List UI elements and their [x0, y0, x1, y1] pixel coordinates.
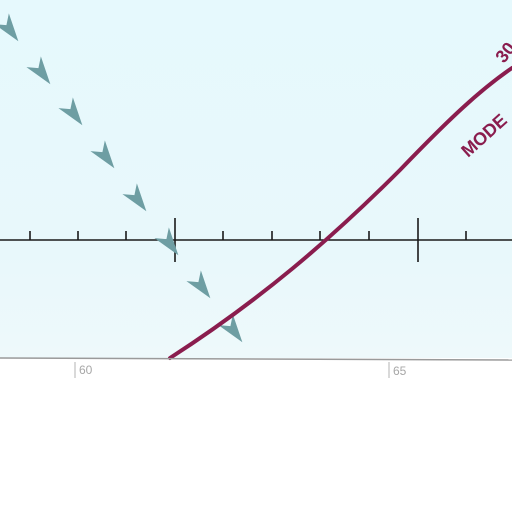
scale-label-60: 60 [79, 363, 93, 377]
mode-curve [168, 66, 512, 360]
arrow-trail [0, 13, 243, 343]
arrowhead-icon [218, 314, 243, 343]
arrowhead-icon [122, 183, 147, 212]
arrowhead-icon [90, 140, 115, 169]
lower-scale: 60 65 [0, 357, 512, 378]
arrowhead-icon [186, 270, 211, 299]
scale-label-65: 65 [393, 364, 407, 378]
arrowhead-icon [0, 13, 19, 42]
scale-baseline [0, 357, 512, 361]
arrowhead-icon [154, 227, 179, 256]
arrowhead-icon [58, 97, 83, 126]
curve-label-mode: MODE [457, 110, 511, 161]
arrowhead-icon [26, 56, 51, 85]
curve-label-top: 30 [491, 38, 512, 66]
minor-ticks [29, 231, 467, 240]
horizontal-axis [0, 218, 512, 262]
